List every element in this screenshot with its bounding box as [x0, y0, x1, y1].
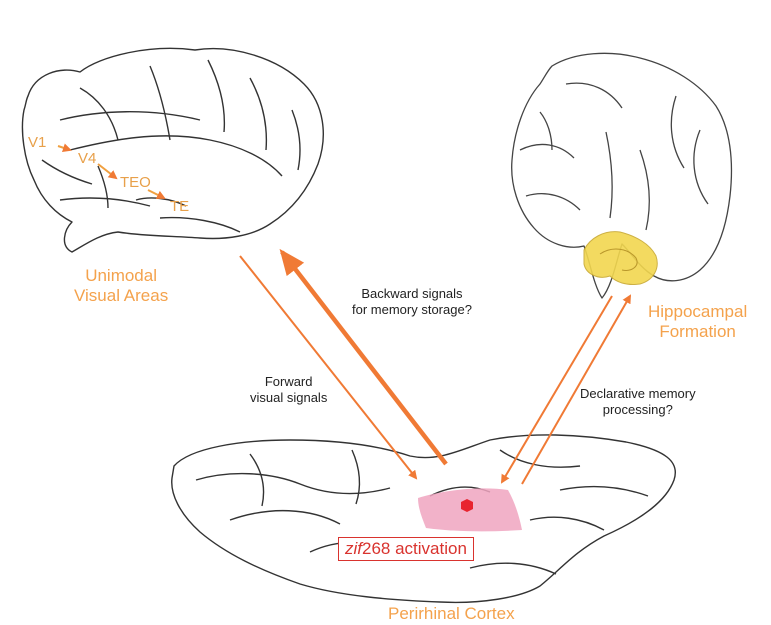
gene-name-italic: zif	[345, 539, 362, 558]
activation-suffix: activation	[390, 539, 467, 558]
forward-signals-label: Forward visual signals	[250, 374, 327, 405]
declarative-line-1: Declarative memory	[580, 386, 696, 402]
hippocampal-line-2: Formation	[648, 322, 747, 342]
area-label-v1: V1	[28, 134, 46, 152]
area-label-teo: TEO	[120, 174, 151, 192]
backward-storage-arrow	[282, 252, 446, 464]
area-label-v4: V4	[78, 150, 96, 168]
hippocampal-formation-label: Hippocampal Formation	[648, 302, 747, 343]
perirhinal-cortex-label: Perirhinal Cortex	[388, 604, 515, 624]
unimodal-line-1: Unimodal	[74, 266, 168, 286]
forward-line-1: Forward	[250, 374, 327, 390]
backward-signals-label: Backward signals for memory storage?	[352, 286, 472, 317]
backward-line-2: for memory storage?	[352, 302, 472, 318]
area-label-te: TE	[170, 198, 189, 216]
forward-line-2: visual signals	[250, 390, 327, 406]
zif268-activation-label: zif268 activation	[338, 537, 474, 561]
declarative-line-2: processing?	[580, 402, 696, 418]
gene-name-number: 268	[362, 539, 390, 558]
hippocampal-line-1: Hippocampal	[648, 302, 747, 322]
unimodal-visual-areas-label: Unimodal Visual Areas	[74, 266, 168, 307]
backward-line-1: Backward signals	[352, 286, 472, 302]
declarative-memory-label: Declarative memory processing?	[580, 386, 696, 417]
unimodal-line-2: Visual Areas	[74, 286, 168, 306]
